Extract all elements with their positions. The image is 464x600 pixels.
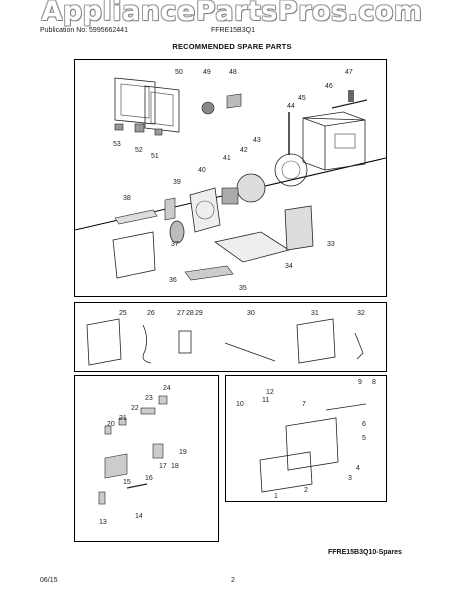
callout-38: 38 — [123, 195, 131, 202]
callout-50: 50 — [175, 69, 183, 76]
callout-20: 20 — [107, 421, 115, 428]
spares-caption: FFRE15B3Q10-Spares — [328, 549, 402, 556]
callout-47: 47 — [345, 69, 353, 76]
callout-42: 42 — [240, 147, 248, 154]
callout-45: 45 — [298, 95, 306, 102]
publication-number: Publication No: 5995662441 — [40, 27, 128, 34]
callout-46: 46 — [325, 83, 333, 90]
model-number: FFRE15B3Q1 — [211, 27, 255, 34]
callout-31: 31 — [311, 310, 319, 317]
main-assembly-drawing: 50 49 48 47 46 45 44 43 42 41 40 39 38 3… — [75, 69, 386, 292]
callout-15: 15 — [123, 479, 131, 486]
callout-29: 29 — [195, 310, 203, 317]
callout-40: 40 — [198, 167, 206, 174]
page-number: 2 — [231, 577, 235, 584]
callout-6: 6 — [362, 421, 366, 428]
callout-9: 9 — [358, 379, 362, 386]
callout-22: 22 — [131, 405, 139, 412]
callout-13: 13 — [99, 519, 107, 526]
callout-36: 36 — [169, 277, 177, 284]
callout-19: 19 — [179, 449, 187, 456]
callout-39: 39 — [173, 179, 181, 186]
callout-43: 43 — [253, 137, 261, 144]
callout-48: 48 — [229, 69, 237, 76]
callout-51: 51 — [151, 153, 159, 160]
callout-23: 23 — [145, 395, 153, 402]
footer-date: 06/15 — [40, 577, 58, 584]
callout-26: 26 — [147, 310, 155, 317]
sealed-system-drawing: 25 26 27 28 29 30 31 32 — [86, 310, 365, 366]
watermark-logo: AppliancePartsPros.com — [41, 0, 423, 27]
front-grille-drawing: 12 11 10 9 8 7 6 5 4 3 2 1 — [236, 379, 376, 500]
callout-41: 41 — [223, 155, 231, 162]
callout-18: 18 — [171, 463, 179, 470]
filter-frame-drawing — [114, 77, 180, 133]
callout-37: 37 — [171, 241, 179, 248]
callout-2: 2 — [304, 487, 308, 494]
callout-44: 44 — [287, 103, 295, 110]
callout-34: 34 — [285, 263, 293, 270]
callout-52: 52 — [135, 147, 143, 154]
callout-11: 11 — [262, 397, 269, 404]
callout-35: 35 — [239, 285, 247, 292]
callout-30: 30 — [247, 310, 255, 317]
callout-5: 5 — [362, 435, 366, 442]
callout-12: 12 — [266, 389, 274, 396]
callout-7: 7 — [302, 401, 306, 408]
panel-main-assembly: 50 49 48 47 46 45 44 43 42 41 40 39 38 3… — [74, 59, 387, 297]
callout-1: 1 — [274, 493, 278, 500]
callout-8: 8 — [372, 379, 376, 386]
callout-32: 32 — [357, 310, 365, 317]
callout-49: 49 — [203, 69, 211, 76]
panel-sealed-system: 25 26 27 28 29 30 31 32 — [74, 302, 387, 372]
callout-14: 14 — [135, 513, 143, 520]
callout-28: 28 — [186, 310, 194, 317]
callout-33: 33 — [327, 241, 335, 248]
panel-front-grille: 12 11 10 9 8 7 6 5 4 3 2 1 — [225, 375, 387, 502]
callout-16: 16 — [145, 475, 153, 482]
callout-53: 53 — [113, 141, 121, 148]
callout-24: 24 — [163, 385, 171, 392]
callout-3: 3 — [348, 475, 352, 482]
page-title: RECOMMENDED SPARE PARTS — [172, 42, 292, 51]
callout-17: 17 — [159, 463, 167, 470]
panel-electrical-parts: 24 23 22 21 20 19 18 17 16 15 14 13 — [74, 375, 219, 542]
callout-4: 4 — [356, 465, 360, 472]
callout-27: 27 — [177, 310, 185, 317]
electrical-parts-drawing: 24 23 22 21 20 19 18 17 16 15 14 13 — [98, 385, 187, 526]
callout-21: 21 — [119, 415, 127, 422]
callout-10: 10 — [236, 401, 244, 408]
callout-25: 25 — [119, 310, 127, 317]
